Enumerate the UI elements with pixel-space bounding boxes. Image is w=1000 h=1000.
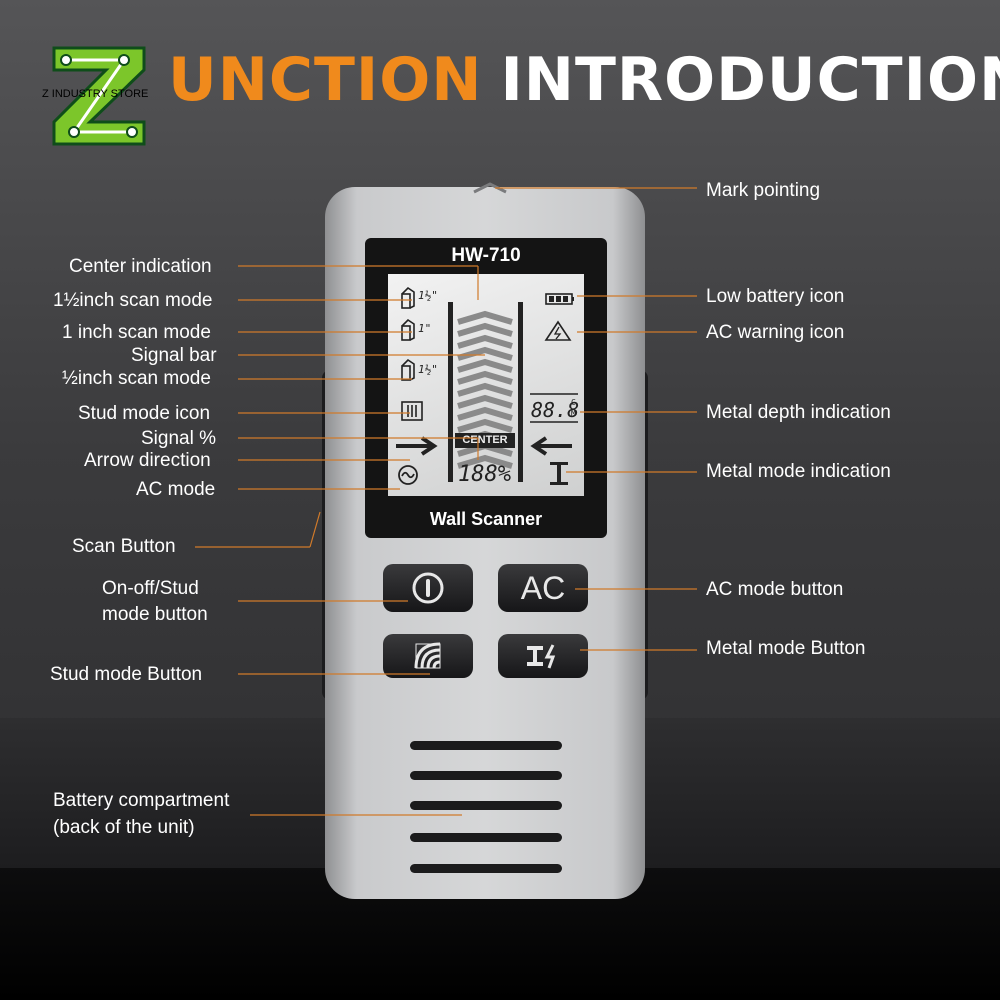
signal-chevron [457,310,513,325]
label-metal-mode: Metal mode indication [706,461,891,482]
label-ac-mode-button: AC mode button [706,579,844,600]
arrow-right-icon [396,436,438,456]
label-metal-depth: Metal depth indication [706,402,891,423]
label-low-battery: Low battery icon [706,286,845,307]
label-ac-warning: AC warning icon [706,322,845,343]
signal-chevron [457,418,513,433]
center-indicator-label: CENTER [455,433,515,448]
label-signal-percent: Signal % [141,428,216,449]
signal-chevron [457,406,513,421]
depth-unit-m: M [571,409,576,418]
signal-chevron [457,334,513,349]
signal-chevron [457,454,513,469]
scan-mode-icon-1 [401,318,415,341]
label-arrow-direction: Arrow direction [84,450,211,471]
metal-icon [527,644,556,669]
signal-percent-readout: 188% [458,462,511,487]
signal-chevron [457,382,513,397]
scan-mode-icon-0-5 [401,358,415,381]
label-onoff-line1: On-off/Stud [102,578,199,599]
label-scan-1: 1 inch scan mode [62,322,211,343]
label-battery-line2: (back of the unit) [53,817,195,838]
signal-chevron [457,370,513,385]
metal-mode-button[interactable] [498,634,588,678]
label-scan-button: Scan Button [72,536,176,557]
metal-depth-readout: 88.8 [531,398,580,422]
battery-grille-slot [410,801,562,810]
signal-rail-left [448,302,453,482]
signal-bar [457,310,513,469]
ac-mode-icon [398,465,418,485]
low-battery-icon [545,293,574,305]
stud-mode-icon [401,401,423,421]
battery-grille-slot [410,833,562,842]
label-scan-1-5: 1½inch scan mode [53,290,213,311]
stud-icon [414,642,441,669]
label-metal-mode-button: Metal mode Button [706,638,866,659]
lcd-scan-1-text: 1" [418,322,432,335]
lcd-scan-1-5-text: 1½" [418,289,438,302]
metal-mode-icon [550,462,568,485]
battery-grille-slot [410,741,562,750]
title-part-1: UNCTION [168,45,483,115]
label-signal-bar: Signal bar [131,345,217,366]
battery-grille-slot [410,771,562,780]
label-center-indication: Center indication [69,256,212,277]
ac-warning-icon [544,320,572,341]
label-scan-0-5: ½inch scan mode [62,368,211,389]
ac-mode-button[interactable]: AC [498,564,588,612]
label-battery-line1: Battery compartment [53,790,230,811]
store-name: Z INDUSTRY STORE [42,88,149,100]
label-ac-mode: AC mode [136,479,216,500]
signal-chevron [457,394,513,409]
title-part-2: INTRODUCTION [500,45,1000,115]
lcd-scan-0-5-text: 1½" [418,363,438,376]
label-onoff-line2: mode button [102,604,208,625]
signal-chevron [457,322,513,337]
mark-notch-icon [473,182,507,194]
arrow-left-icon [530,436,572,456]
label-stud-mode-button: Stud mode Button [50,664,203,685]
device-name: Wall Scanner [429,509,543,529]
label-mark-pointing: Mark pointing [706,180,821,201]
lcd-graphics [396,286,578,485]
scan-mode-icon-1-5 [401,286,415,309]
label-stud-mode-icon: Stud mode icon [78,403,211,424]
power-stud-button[interactable] [383,564,473,612]
z-logo-icon [52,46,146,146]
depth-unit-c: C [571,398,576,407]
power-icon [412,572,444,604]
signal-chevron [457,358,513,373]
model-name: HW-710 [451,245,521,266]
battery-grille-slot [410,864,562,873]
stud-mode-button[interactable] [383,634,473,678]
signal-rail-right [518,302,523,482]
